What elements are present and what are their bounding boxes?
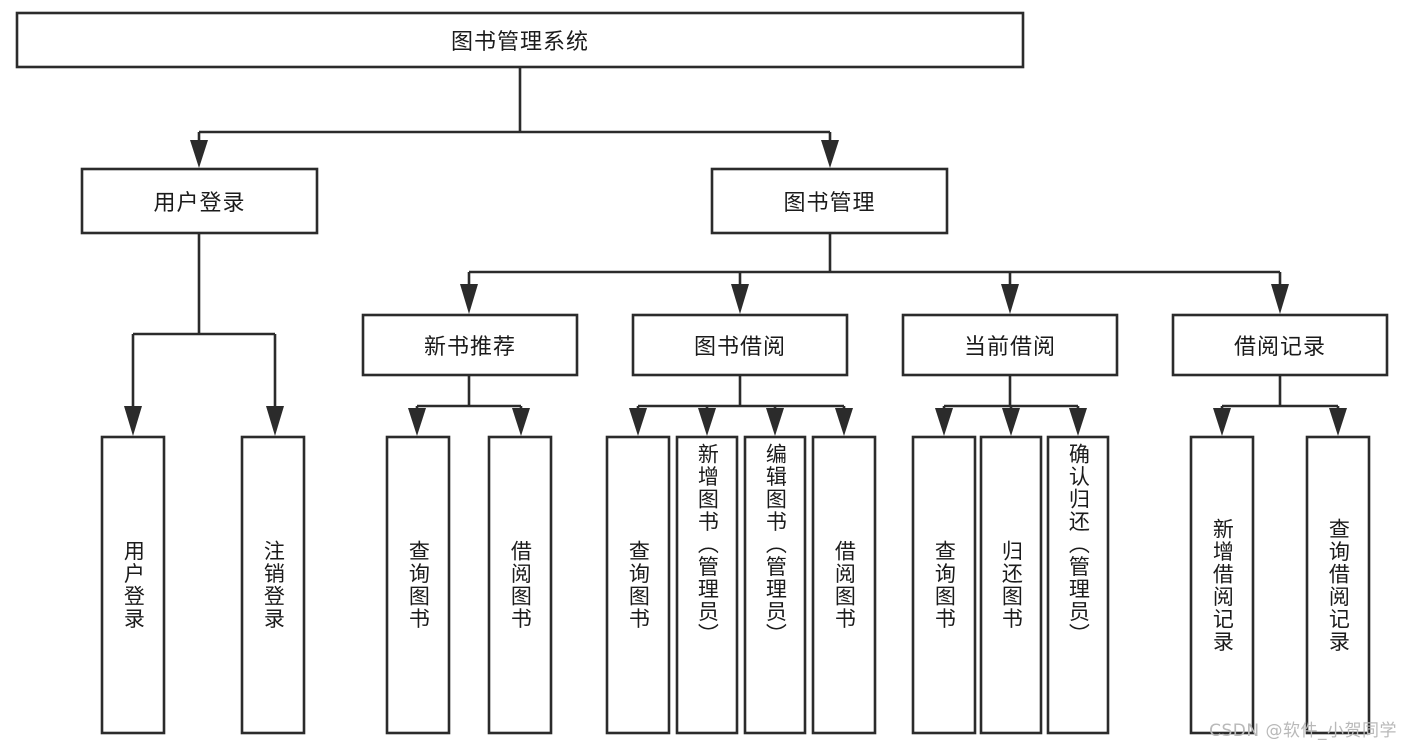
arrow-root-to-user-login (190, 140, 208, 168)
arrow-to-leaf-return-book (1002, 408, 1020, 436)
arrow-to-leaf-borrow-book-2 (835, 408, 853, 436)
node-box-leaf-user-login[interactable] (100, 435, 166, 735)
node-box-borrow-record[interactable] (1171, 313, 1389, 377)
node-box-leaf-add-book[interactable] (675, 435, 739, 735)
arrow-to-leaf-query-record (1329, 408, 1347, 436)
arrow-to-leaf-user-logout (266, 406, 284, 436)
connector-group-book-manage (460, 233, 1289, 314)
connector-group-book-borrow (629, 375, 853, 436)
arrow-to-book-borrow (731, 284, 749, 314)
node-box-leaf-confirm-return[interactable] (1046, 435, 1110, 735)
connector-group-user-login (124, 233, 284, 436)
arrow-to-leaf-query-book-2 (629, 408, 647, 436)
node-box-leaf-query-book-2[interactable] (605, 435, 671, 735)
node-box-leaf-borrow-book-1[interactable] (487, 435, 553, 735)
arrow-to-leaf-edit-book (766, 408, 784, 436)
node-box-book-manage[interactable] (710, 167, 949, 235)
arrow-to-leaf-user-login (124, 406, 142, 436)
node-box-leaf-add-record[interactable] (1189, 435, 1255, 735)
arrow-to-new-book-recommend (460, 284, 478, 314)
arrow-to-leaf-borrow-book-1 (512, 408, 530, 436)
arrow-to-leaf-query-book-3 (935, 408, 953, 436)
node-box-leaf-user-logout[interactable] (240, 435, 306, 735)
arrow-root-to-book-manage (821, 140, 839, 168)
node-box-leaf-query-book-1[interactable] (385, 435, 451, 735)
arrow-to-leaf-add-book (698, 408, 716, 436)
connector-group-borrow-record (1213, 375, 1347, 436)
node-box-user-login[interactable] (80, 167, 319, 235)
node-box-current-borrow[interactable] (901, 313, 1119, 377)
node-box-new-book-recommend[interactable] (361, 313, 579, 377)
connector-group-root (190, 67, 839, 168)
node-box-book-borrow[interactable] (631, 313, 849, 377)
node-box-leaf-query-book-3[interactable] (911, 435, 977, 735)
arrow-to-leaf-query-book-1 (408, 408, 426, 436)
connector-group-current-borrow (935, 375, 1087, 436)
node-box-leaf-return-book[interactable] (979, 435, 1043, 735)
csdn-watermark: CSDN @软件_小贺同学 (1209, 721, 1397, 741)
arrow-to-leaf-add-record (1213, 408, 1231, 436)
node-box-leaf-borrow-book-2[interactable] (811, 435, 877, 735)
node-box-root[interactable] (15, 11, 1025, 69)
arrow-to-current-borrow (1001, 284, 1019, 314)
node-box-leaf-edit-book[interactable] (743, 435, 807, 735)
arrow-to-borrow-record (1271, 284, 1289, 314)
connector-group-new-book-recommend (408, 375, 530, 436)
node-box-leaf-query-record[interactable] (1305, 435, 1371, 735)
arrow-to-leaf-confirm-return (1069, 408, 1087, 436)
